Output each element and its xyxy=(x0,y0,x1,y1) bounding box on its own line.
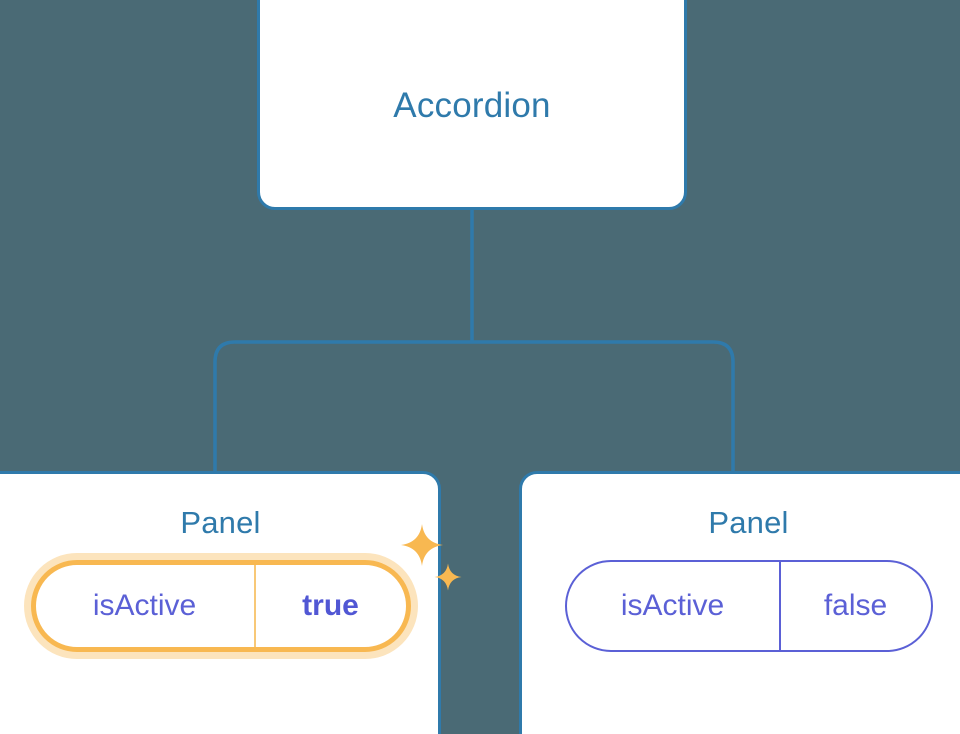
prop-pill-wrapper-inactive: isActive false xyxy=(564,560,933,652)
prop-value-label: false xyxy=(823,589,888,622)
node-panel-active-title: Panel xyxy=(180,505,261,540)
sparkle-large-icon xyxy=(399,522,445,568)
prop-key-cell: isActive xyxy=(36,565,254,647)
prop-pill-wrapper-active: isActive true xyxy=(30,524,461,652)
prop-value-label: true xyxy=(302,589,359,622)
prop-pill-isactive-false[interactable]: isActive false xyxy=(564,560,933,652)
node-panel-inactive-title: Panel xyxy=(708,505,789,540)
node-panel-active[interactable]: Panel isActive true xyxy=(0,471,461,734)
prop-key-label: isActive xyxy=(620,589,725,622)
prop-value-cell: false xyxy=(778,562,931,650)
node-accordion-title: Accordion xyxy=(393,85,551,125)
prop-pill-isactive-true[interactable]: isActive true xyxy=(30,560,411,652)
node-accordion[interactable]: Accordion xyxy=(257,0,687,210)
edge-root-to-panel-1 xyxy=(472,340,735,475)
edge-root-to-panel-0 xyxy=(213,340,472,475)
sparkle-small-icon xyxy=(433,562,463,592)
prop-key-label: isActive xyxy=(92,589,197,622)
node-panel-inactive[interactable]: Panel isActive false xyxy=(519,471,960,734)
prop-key-cell: isActive xyxy=(567,562,779,650)
prop-value-cell: true xyxy=(253,565,406,647)
